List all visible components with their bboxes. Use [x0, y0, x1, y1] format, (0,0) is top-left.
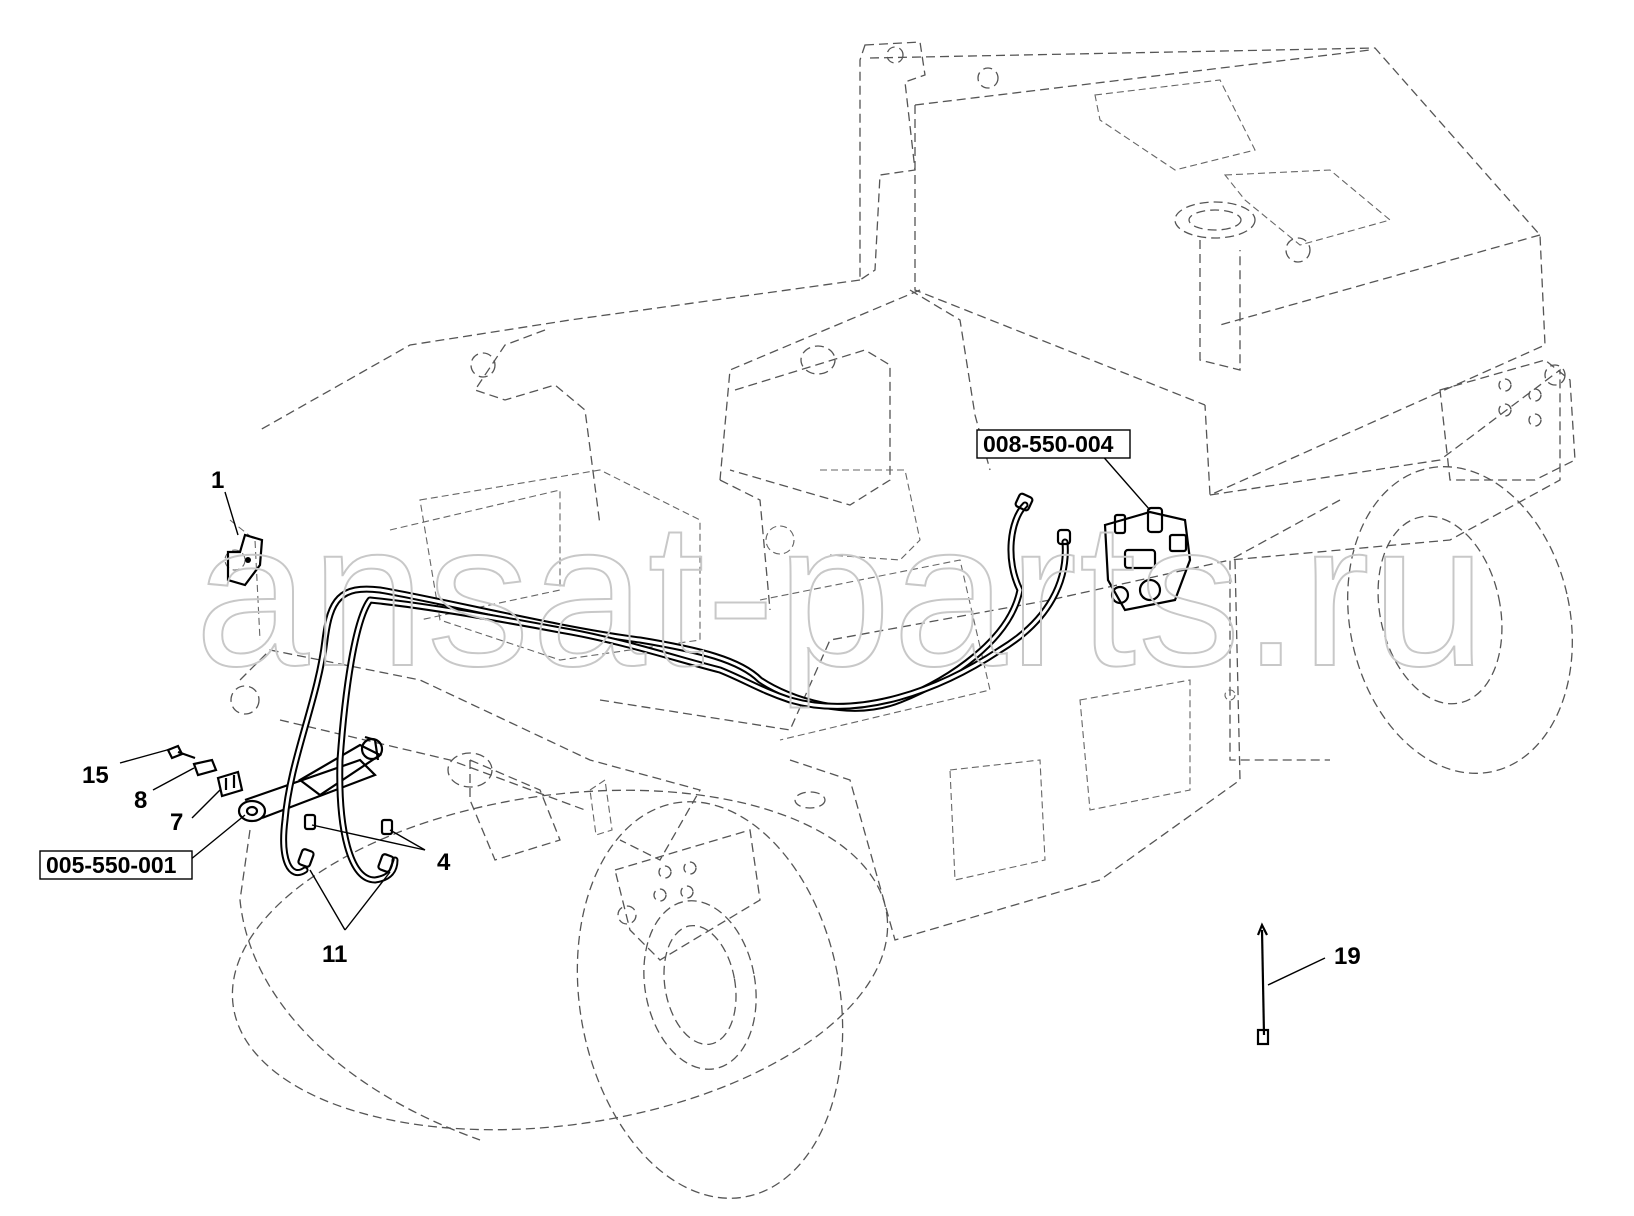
callout-15: 15 — [82, 762, 109, 789]
bolt — [166, 744, 196, 760]
valve-block — [1103, 506, 1192, 612]
ref-box-008-550-004[interactable]: 008-550-004 — [976, 429, 1131, 459]
plate — [192, 758, 218, 777]
callout-11: 11 — [322, 941, 347, 968]
leader-lines — [119, 452, 1326, 986]
callout-4: 4 — [437, 849, 451, 876]
watermark-text: ansat-parts.ru — [195, 480, 1488, 709]
clamp — [216, 770, 244, 798]
hydraulic-hoses — [280, 492, 1072, 884]
cable-tie — [1256, 922, 1270, 1046]
ref-label-top: 008-550-004 — [983, 431, 1114, 457]
callout-19: 19 — [1334, 943, 1361, 970]
hydraulic-cylinder — [237, 735, 384, 823]
callout-7: 7 — [170, 809, 183, 836]
ref-label-left: 005-550-001 — [46, 852, 177, 878]
ref-box-005-550-001[interactable]: 005-550-001 — [39, 850, 193, 880]
machine-phantom-outline — [224, 41, 1576, 1199]
callout-1: 1 — [211, 467, 224, 494]
callout-8: 8 — [134, 787, 147, 814]
bracket — [226, 533, 264, 587]
